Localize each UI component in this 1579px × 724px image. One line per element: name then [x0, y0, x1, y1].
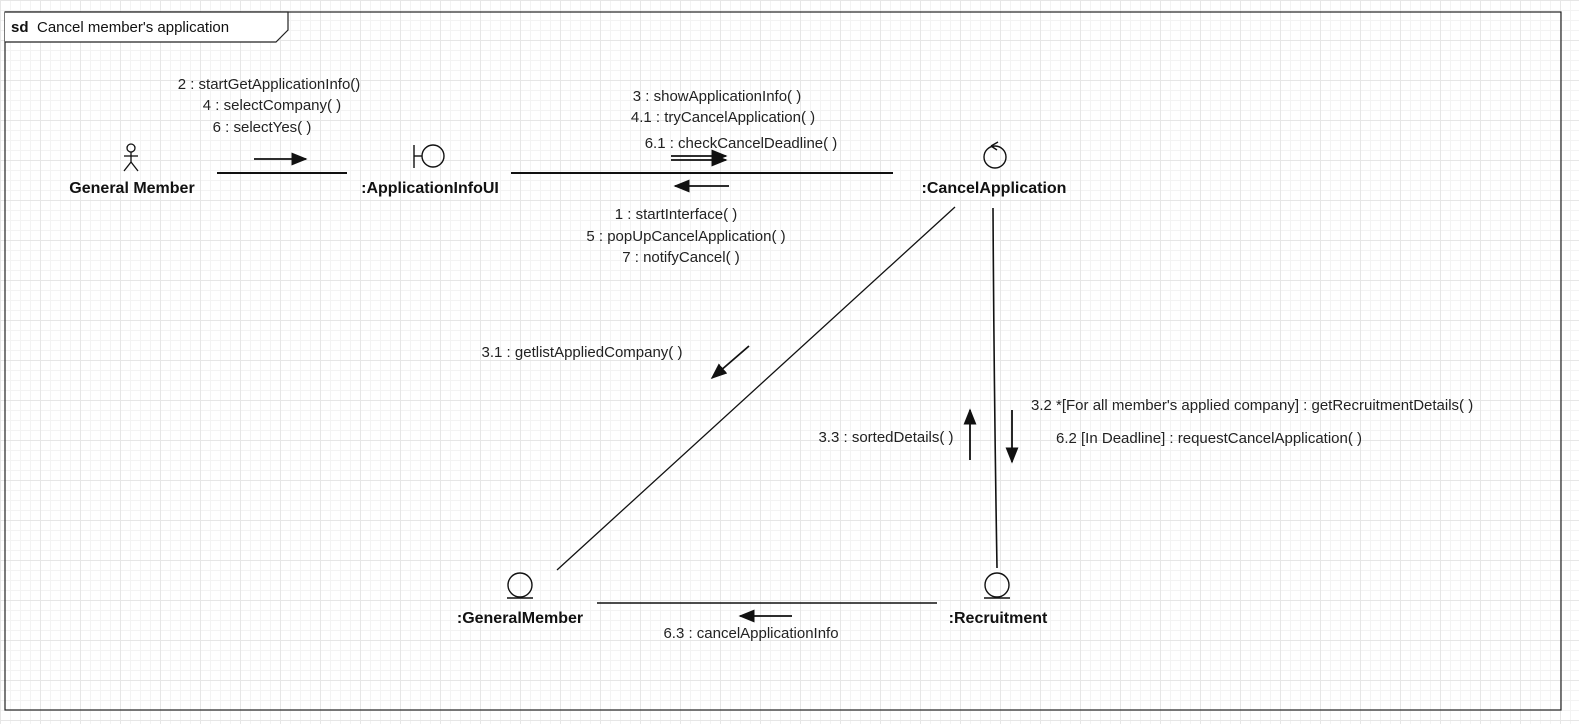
frame-keyword: sd	[11, 19, 29, 36]
message-arrows	[254, 149, 1019, 623]
message-1: 1 : startInterface( )	[615, 206, 738, 223]
message-6-1: 6.1 : checkCancelDeadline( )	[645, 135, 838, 152]
links	[217, 172, 998, 604]
arrow-control-to-generalmember	[710, 345, 750, 380]
message-6: 6 : selectYes( )	[213, 119, 312, 136]
message-3-1: 3.1 : getlistAppliedCompany( )	[482, 344, 683, 361]
boundary-icon	[413, 144, 445, 168]
participant-application-info-ui: :ApplicationInfoUI	[361, 180, 499, 197]
message-7: 7 : notifyCancel( )	[622, 249, 740, 266]
entity-icon-generalmember	[507, 572, 533, 599]
participant-recruitment: :Recruitment	[949, 610, 1048, 627]
message-5: 5 : popUpCancelApplication( )	[586, 228, 785, 245]
actor-icon	[123, 143, 139, 172]
message-3: 3 : showApplicationInfo( )	[633, 88, 801, 105]
link-control-recruitment	[992, 207, 998, 569]
participant-generalmember-entity: :GeneralMember	[457, 610, 583, 627]
control-icon	[983, 141, 1007, 169]
message-3-2: 3.2 *[For all member's applied company] …	[1031, 397, 1473, 414]
frame-title: Cancel member's application	[37, 19, 229, 36]
participant-general-member: General Member	[69, 180, 194, 197]
entity-icon-recruitment	[984, 572, 1010, 599]
message-4-1: 4.1 : tryCancelApplication( )	[631, 109, 815, 126]
message-2: 2 : startGetApplicationInfo()	[178, 76, 361, 93]
message-labels: 2 : startGetApplicationInfo() 4 : select…	[178, 76, 1474, 642]
message-4: 4 : selectCompany( )	[203, 97, 341, 114]
participant-cancel-application: :CancelApplication	[922, 180, 1067, 197]
message-3-3: 3.3 : sortedDetails( )	[818, 429, 953, 446]
message-6-3: 6.3 : cancelApplicationInfo	[663, 625, 838, 642]
link-control-generalmember	[556, 206, 956, 571]
sd-frame: sd Cancel member's application	[4, 11, 1562, 711]
message-6-2: 6.2 [In Deadline] : requestCancelApplica…	[1056, 430, 1362, 447]
